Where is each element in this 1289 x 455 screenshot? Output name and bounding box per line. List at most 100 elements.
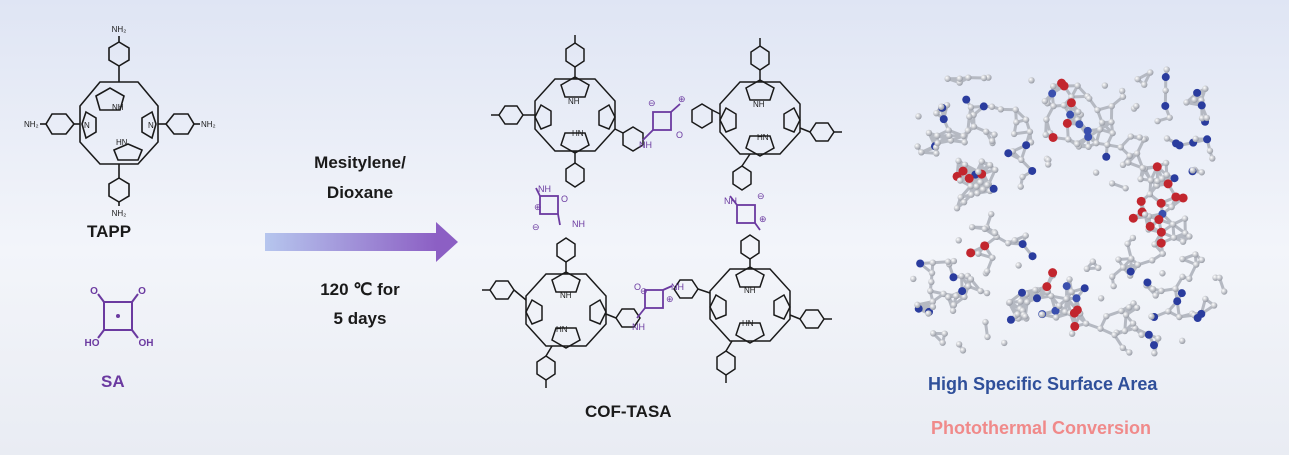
- model-atom: [1176, 313, 1183, 321]
- model-atom: [1133, 304, 1141, 311]
- model-atom: [1130, 300, 1137, 307]
- model-atom: [1159, 270, 1166, 277]
- model-atom: [965, 74, 972, 81]
- model-atom: [1127, 133, 1135, 140]
- model-atom: [944, 258, 952, 265]
- model-atom: [914, 143, 921, 150]
- model-atom: [956, 177, 964, 184]
- model-atom: [983, 289, 991, 297]
- model-atom: [1103, 312, 1110, 320]
- model-atom: [1163, 179, 1173, 189]
- model-atom: [958, 287, 967, 296]
- model-atom: [1019, 173, 1026, 181]
- model-atom: [980, 74, 988, 82]
- model-atom: [1171, 192, 1181, 202]
- tapp-amine-right: NH₂: [201, 120, 216, 129]
- model-atom: [1068, 330, 1076, 337]
- model-atom: [1055, 302, 1063, 309]
- model-atom: [958, 272, 965, 280]
- model-atom: [1177, 289, 1186, 298]
- model-atom: [1136, 134, 1143, 141]
- model-atom: [1147, 69, 1154, 76]
- model-atom: [1080, 284, 1089, 293]
- model-atom: [1018, 288, 1027, 297]
- cof-o-1: O: [676, 130, 683, 140]
- model-atom: [1108, 102, 1115, 110]
- model-atom: [1015, 262, 1022, 269]
- model-atom: [940, 290, 947, 298]
- cof-nh-br: NH: [744, 286, 756, 295]
- model-atom: [939, 339, 946, 346]
- model-atom: [1118, 87, 1126, 95]
- cof-plus-3: ⊕: [759, 214, 767, 224]
- model-atom: [1075, 120, 1084, 129]
- tapp-hn: HN: [116, 138, 128, 147]
- model-atom: [982, 318, 989, 326]
- property-photothermal: Photothermal Conversion: [931, 418, 1152, 438]
- model-atom: [945, 127, 952, 134]
- model-atom: [1151, 349, 1158, 357]
- model-atom: [1018, 240, 1027, 249]
- model-atom: [1059, 81, 1069, 91]
- model-atom: [1173, 297, 1182, 306]
- model-atom: [1063, 295, 1070, 303]
- model-atom: [1068, 288, 1075, 296]
- cof-hn-tl: HN: [572, 129, 584, 138]
- tapp-n-left: N: [84, 121, 90, 130]
- model-atom: [989, 254, 996, 261]
- model-atom: [1192, 135, 1199, 143]
- model-atom: [1216, 274, 1223, 281]
- model-atom: [1042, 282, 1052, 292]
- cof-nh-link-3: NH: [572, 219, 585, 229]
- model-atom: [1126, 152, 1133, 160]
- model-atom: [966, 248, 976, 258]
- model-atom: [1006, 298, 1013, 306]
- model-atom: [1117, 144, 1124, 151]
- model-atom: [1175, 141, 1184, 150]
- cof-nh-tl: NH: [568, 97, 580, 106]
- model-atom: [1134, 75, 1141, 83]
- model-atom: [1017, 298, 1024, 305]
- model-atom: [1070, 321, 1080, 331]
- tapp-amine-bottom: NH₂: [112, 209, 127, 218]
- model-atom: [949, 273, 958, 282]
- model-atom: [915, 113, 922, 120]
- model-atom: [1042, 131, 1049, 139]
- model-atom: [958, 166, 968, 176]
- model-atom: [1073, 140, 1081, 148]
- cof-o-2: O: [561, 194, 568, 204]
- model-atom: [980, 241, 990, 251]
- model-atom: [1010, 130, 1018, 138]
- model-atom: [1198, 115, 1206, 122]
- model-atom: [1051, 306, 1060, 315]
- model-atom: [1066, 110, 1075, 119]
- cof-nh-link-1: NH: [639, 140, 652, 150]
- model-atom: [929, 330, 937, 337]
- model-atom: [968, 191, 975, 198]
- model-atom: [1109, 273, 1116, 280]
- model-atom: [1109, 129, 1116, 137]
- cof-nh-link-2: NH: [538, 184, 551, 194]
- model-atom: [1074, 82, 1081, 89]
- model-atom: [1183, 99, 1190, 106]
- model-atom: [925, 129, 933, 137]
- model-atom: [973, 183, 980, 190]
- model-atom: [1137, 175, 1144, 183]
- model-atom: [1011, 237, 1018, 244]
- model-atom: [1052, 314, 1060, 321]
- model-atom: [1028, 77, 1035, 84]
- cof-minus-1: ⊖: [648, 98, 656, 108]
- cof-hn-bl: HN: [556, 325, 568, 334]
- tapp-label: TAPP: [87, 222, 132, 241]
- model-atom: [1082, 320, 1090, 327]
- model-atom: [1134, 261, 1142, 268]
- cof-nh-link-4: NH: [724, 196, 737, 206]
- model-atom: [1133, 150, 1141, 157]
- model-atom: [1191, 96, 1198, 103]
- model-atom: [1110, 282, 1117, 290]
- model-atom: [1186, 275, 1193, 282]
- cof-plus-2: ⊕: [534, 202, 542, 212]
- model-atom: [1062, 282, 1071, 291]
- model-atom: [982, 128, 990, 135]
- model-atom: [986, 161, 994, 169]
